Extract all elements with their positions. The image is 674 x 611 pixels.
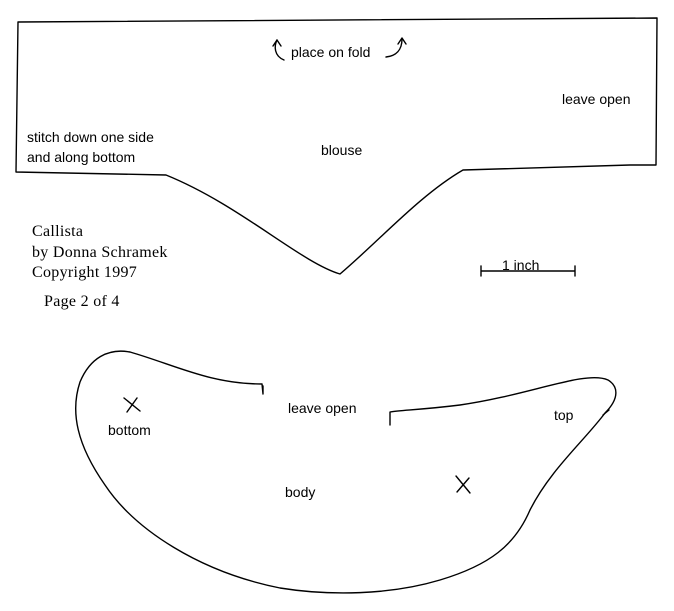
fold-arrow-left-head-icon [272, 39, 282, 47]
credits-title: Callista [32, 223, 84, 240]
fold-label: place on fold [291, 44, 371, 60]
blouse-piece-name: blouse [321, 142, 363, 158]
body-notch-mark [602, 409, 610, 416]
bottom-x-mark-icon [123, 397, 141, 413]
blouse-leave-open-label: leave open [562, 91, 631, 107]
body-bottom-label: bottom [108, 422, 151, 438]
fold-arrow-right-icon [385, 38, 403, 58]
scale-bar [480, 265, 576, 277]
body-leave-open-label: leave open [288, 400, 357, 416]
fold-arrow-right-head-icon [397, 37, 407, 45]
body-piece-name: body [285, 484, 316, 500]
scale-label: 1 inch [502, 257, 540, 273]
body-x-mark-icon [455, 475, 471, 494]
body-outline [74, 350, 617, 594]
credits-copyright: Copyright 1997 [32, 264, 138, 281]
credits-page: Page 2 of 4 [44, 293, 120, 310]
body-top-label: top [554, 407, 574, 423]
blouse-outline [15, 17, 658, 275]
stitch-instruction-line-1: stitch down one side [27, 129, 154, 145]
stitch-instruction-line-2: and along bottom [27, 149, 136, 165]
credits-author: by Donna Schramek [32, 244, 168, 261]
